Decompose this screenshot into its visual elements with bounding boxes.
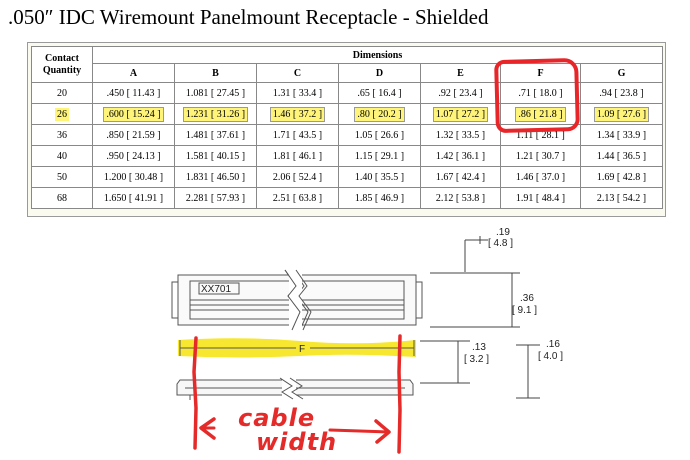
dimension-cell-b: 1.081 [ 27.45 ] <box>174 82 257 104</box>
connector-right-ear <box>415 281 423 319</box>
dimension-cell-e: 1.32 [ 33.5 ] <box>420 124 501 146</box>
dim-036-callout <box>430 272 520 328</box>
dimension-cell-c: 1.46 [ 37.2 ] <box>256 103 339 125</box>
f-dimension-label: F <box>299 344 305 355</box>
dimension-cell-b: 1.481 [ 37.61 ] <box>174 124 257 146</box>
dimension-cell-c: 1.31 [ 33.4 ] <box>256 82 339 104</box>
left-arrowhead <box>199 417 216 440</box>
dim-019-mm: [ 4.8 ] <box>488 238 513 249</box>
dim-016-in: .16 <box>546 339 560 350</box>
column-header-e: E <box>420 63 501 83</box>
dimension-cell-g: .94 [ 23.8 ] <box>579 82 664 104</box>
dimension-cell-a: 1.200 [ 30.48 ] <box>92 166 175 188</box>
dimension-cell-c: 1.81 [ 46.1 ] <box>256 145 339 167</box>
dimension-cell-g: 2.13 [ 54.2 ] <box>579 187 664 209</box>
dim-036-mm: [ 9.1 ] <box>512 305 537 316</box>
part-marking-box <box>198 282 240 295</box>
annotation-width: width <box>256 428 338 456</box>
dimension-cell-d: 1.85 [ 46.9 ] <box>338 187 421 209</box>
right-arrow-shaft <box>328 428 390 434</box>
connector-top-view <box>171 268 423 332</box>
part-marking-text: XX701 <box>201 284 231 295</box>
column-header-g: G <box>579 63 664 83</box>
dimension-cell-f: 1.21 [ 30.7 ] <box>500 145 581 167</box>
dimension-cell-f: 1.46 [ 37.0 ] <box>500 166 581 188</box>
dim-019-in: .19 <box>496 227 510 238</box>
left-width-marker <box>192 336 198 450</box>
dim-016-callout <box>516 344 540 399</box>
dimension-cell-c: 1.71 [ 43.5 ] <box>256 124 339 146</box>
dimension-cell-f: 1.91 [ 48.4 ] <box>500 187 581 209</box>
dimension-cell-b: 1.231 [ 31.26 ] <box>174 103 257 125</box>
dimension-cell-e: 1.42 [ 36.1 ] <box>420 145 501 167</box>
dim-013-in: .13 <box>472 342 486 353</box>
dimension-cell-b: 1.581 [ 40.15 ] <box>174 145 257 167</box>
dimension-cell-a: .850 [ 21.59 ] <box>92 124 175 146</box>
dimension-cell-c: 2.51 [ 63.8 ] <box>256 187 339 209</box>
page-title: .050″ IDC Wiremount Panelmount Receptacl… <box>8 5 489 29</box>
dim-013-callout <box>420 340 470 384</box>
right-width-marker <box>397 334 402 454</box>
dimension-cell-g: 1.09 [ 27.6 ] <box>579 103 664 125</box>
contact-quantity-cell: 50 <box>31 166 93 188</box>
dim-019-callout <box>464 236 488 272</box>
contact-quantity-cell: 36 <box>31 124 93 146</box>
dimension-cell-a: .450 [ 11.43 ] <box>92 82 175 104</box>
dimension-cell-d: .65 [ 16.4 ] <box>338 82 421 104</box>
dimension-cell-e: 1.07 [ 27.2 ] <box>420 103 501 125</box>
column-header-c: C <box>256 63 339 83</box>
dimension-cell-e: .92 [ 23.4 ] <box>420 82 501 104</box>
dimension-cell-d: 1.15 [ 29.1 ] <box>338 145 421 167</box>
dimension-cell-b: 1.831 [ 46.50 ] <box>174 166 257 188</box>
dim-036-in: .36 <box>520 293 534 304</box>
connector-left-ear <box>171 281 179 319</box>
dimension-cell-f: 1.11 [ 28.1 ] <box>500 124 581 146</box>
contact-quantity-cell: 68 <box>31 187 93 209</box>
column-header-b: B <box>174 63 257 83</box>
table-row: 20.450 [ 11.43 ]1.081 [ 27.45 ]1.31 [ 33… <box>31 82 664 104</box>
dim-013-mm: [ 3.2 ] <box>464 354 489 365</box>
cable-width-markup <box>192 334 402 454</box>
dim-016-mm: [ 4.0 ] <box>538 351 563 362</box>
annotation-cable: cable <box>238 404 316 432</box>
f-dimension-line <box>179 340 415 356</box>
connector-bottom-view <box>176 376 414 400</box>
table-body: 20.450 [ 11.43 ]1.081 [ 27.45 ]1.31 [ 33… <box>31 82 664 209</box>
f-dimension-highlight <box>178 338 416 358</box>
dimension-cell-a: 1.650 [ 41.91 ] <box>92 187 175 209</box>
right-arrowhead <box>374 419 391 444</box>
dimension-cell-e: 2.12 [ 53.8 ] <box>420 187 501 209</box>
dimensions-header: Dimensions <box>91 46 664 64</box>
contact-quantity-cell: 20 <box>31 82 93 104</box>
dimension-cell-g: 1.44 [ 36.5 ] <box>579 145 664 167</box>
table-row: 36.850 [ 21.59 ]1.481 [ 37.61 ]1.71 [ 43… <box>31 124 664 146</box>
dimension-cell-g: 1.69 [ 42.8 ] <box>579 166 664 188</box>
table-row: 40.950 [ 24.13 ]1.581 [ 40.15 ]1.81 [ 46… <box>31 145 664 167</box>
dimension-cell-d: .80 [ 20.2 ] <box>338 103 421 125</box>
